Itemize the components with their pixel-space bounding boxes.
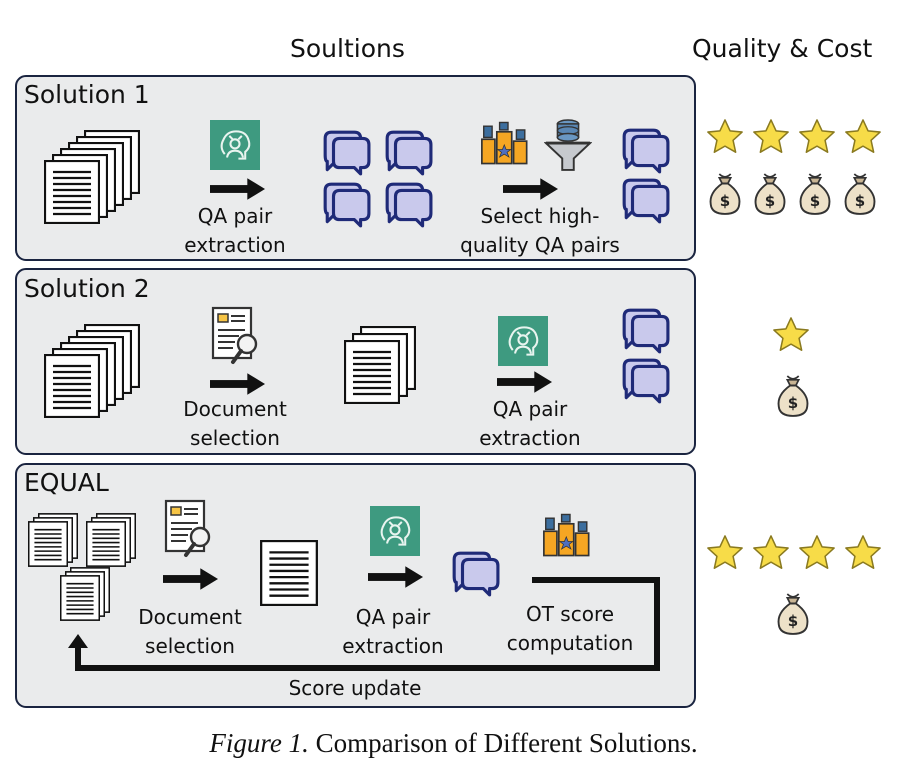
figure-number: Figure 1. (209, 728, 309, 758)
solution2-step2-label: QA pair extraction (455, 395, 605, 453)
solutions-header: Soultions (290, 34, 405, 63)
star-icon (707, 119, 743, 153)
solution1-step2-label: Select high- quality QA pairs (430, 202, 650, 260)
money-bag-icon: $ (754, 173, 786, 215)
equal-cost-bags: $ (774, 590, 814, 638)
figure-caption: Figure 1. Comparison of Different Soluti… (0, 728, 907, 759)
solution2-step1-label: Document selection (165, 395, 305, 453)
star-icon (799, 119, 835, 153)
equal-step2-label: QA pair extraction (318, 603, 468, 661)
label-line: extraction (479, 426, 581, 450)
dollar-sign: $ (788, 612, 798, 630)
dollar-sign: $ (855, 192, 865, 210)
solution2-quality-stars (772, 316, 812, 356)
money-bag-icon: $ (777, 375, 809, 417)
label-line: QA pair (355, 605, 431, 629)
solution1-quality-stars (706, 118, 886, 158)
quality-cost-header: Quality & Cost (692, 34, 873, 63)
solution1-step1-label: QA pair extraction (165, 202, 305, 260)
equal-step1-label: Document selection (120, 603, 260, 661)
score-update-label: Score update (288, 676, 422, 700)
money-bag-icon: $ (777, 593, 809, 635)
caption-text: Comparison of Different Solutions. (315, 728, 698, 758)
label-line: computation (506, 631, 634, 655)
solution1-cost-bags: $ $ $ $ (706, 170, 886, 218)
star-icon (707, 535, 743, 569)
star-icon (753, 535, 789, 569)
money-bag-icon: $ (799, 173, 831, 215)
money-bag-icon: $ (844, 173, 876, 215)
star-icon (773, 317, 809, 351)
star-icon (799, 535, 835, 569)
star-icon (753, 119, 789, 153)
solution2-title: Solution 2 (24, 274, 150, 303)
equal-quality-stars (706, 534, 886, 574)
equal-step3-label: OT score computation (495, 600, 645, 658)
dollar-sign: $ (788, 394, 798, 412)
label-line: QA pair (492, 397, 568, 421)
star-icon (845, 119, 881, 153)
dollar-sign: $ (765, 192, 775, 210)
solution2-cost-bags: $ (774, 372, 814, 420)
label-line: Document (183, 397, 287, 421)
label-line: extraction (342, 634, 444, 658)
label-line: selection (190, 426, 280, 450)
dollar-sign: $ (720, 192, 730, 210)
label-line: Document (138, 605, 242, 629)
label-line: OT score (525, 602, 615, 626)
equal-title: EQUAL (24, 468, 109, 497)
solution1-title: Solution 1 (24, 80, 150, 109)
label-line: QA pair (197, 204, 273, 228)
label-line: selection (145, 634, 235, 658)
dollar-sign: $ (810, 192, 820, 210)
money-bag-icon: $ (709, 173, 741, 215)
label-line: Select high- (480, 204, 600, 228)
label-line: quality QA pairs (460, 233, 620, 257)
label-line: extraction (184, 233, 286, 257)
star-icon (845, 535, 881, 569)
